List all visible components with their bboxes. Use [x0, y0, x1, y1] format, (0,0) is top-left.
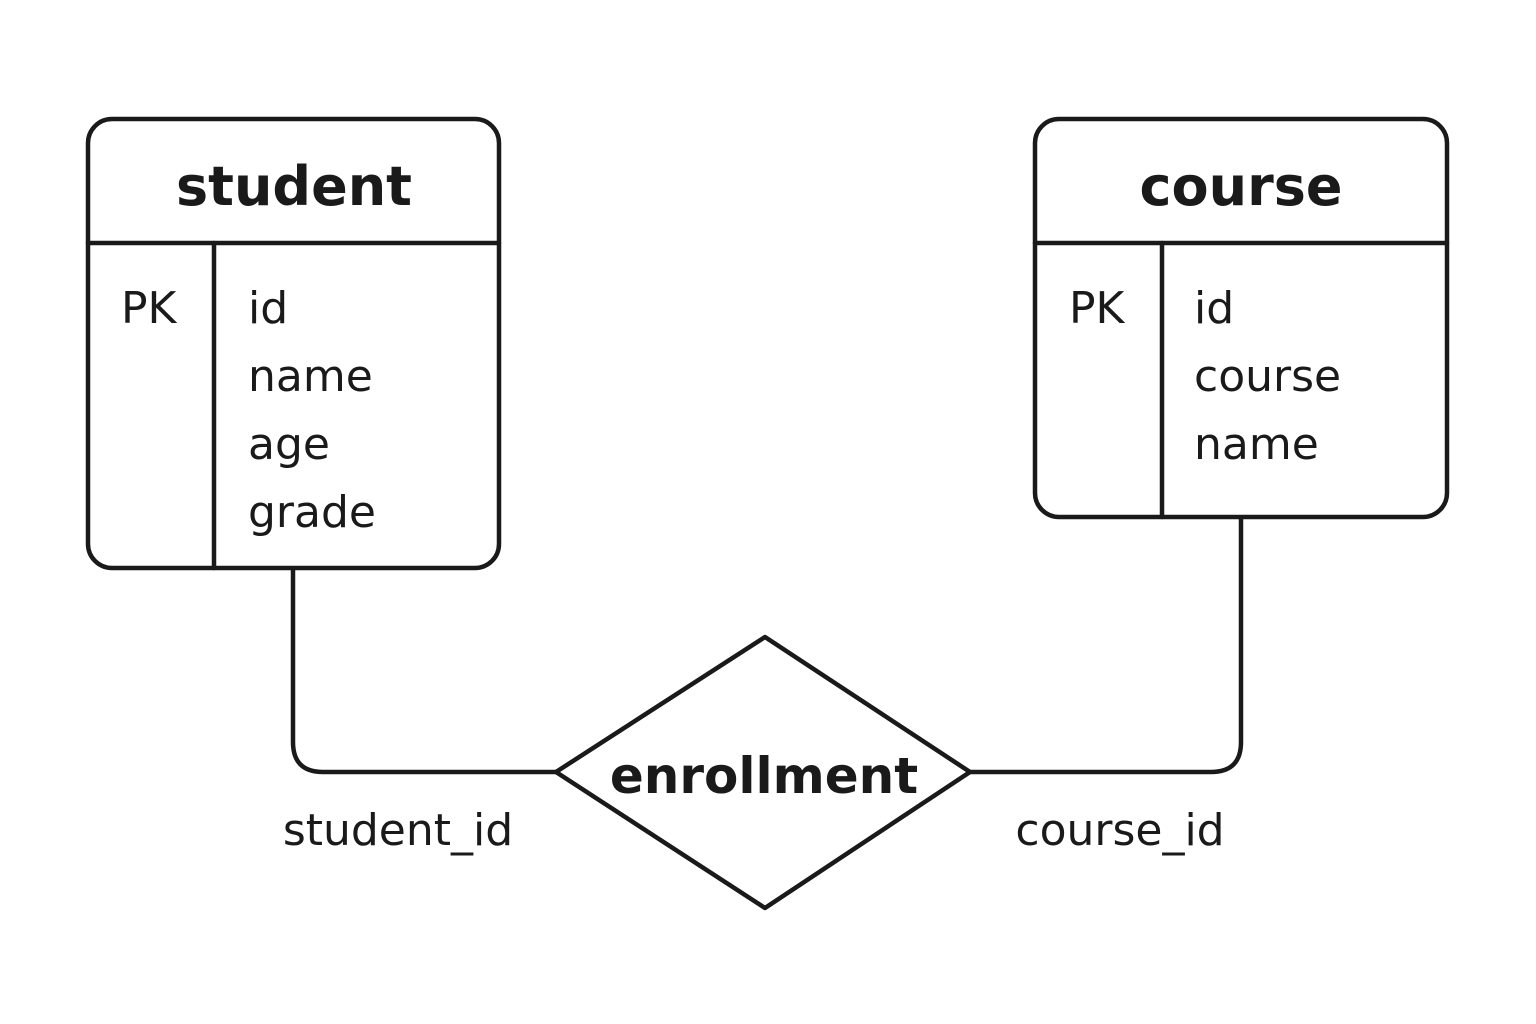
student-box — [85, 116, 502, 571]
student-id-label: student_id — [283, 805, 513, 856]
course-field-course: course — [1194, 351, 1341, 402]
course-field-name: name — [1194, 419, 1319, 470]
student-pk-label: PK — [121, 283, 178, 334]
course-box — [1032, 116, 1450, 520]
student-field-id: id — [248, 283, 288, 334]
course-pk-label: PK — [1069, 283, 1126, 334]
student-title: student — [176, 155, 412, 218]
entity-course[interactable]: course PK id course name — [1032, 116, 1450, 520]
connector-course-enrollment — [967, 514, 1244, 775]
student-field-grade: grade — [248, 487, 376, 538]
enrollment-diamond — [553, 634, 973, 911]
course-id-label: course_id — [1015, 805, 1224, 856]
entity-student[interactable]: student PK id name age grade — [85, 116, 502, 571]
course-field-id: id — [1194, 283, 1234, 334]
student-field-age: age — [248, 419, 330, 470]
connector-student-enrollment — [290, 565, 559, 775]
enrollment-title: enrollment — [610, 747, 918, 805]
relationship-enrollment[interactable]: enrollment — [553, 634, 973, 911]
student-field-name: name — [248, 351, 373, 402]
course-title: course — [1140, 155, 1343, 218]
